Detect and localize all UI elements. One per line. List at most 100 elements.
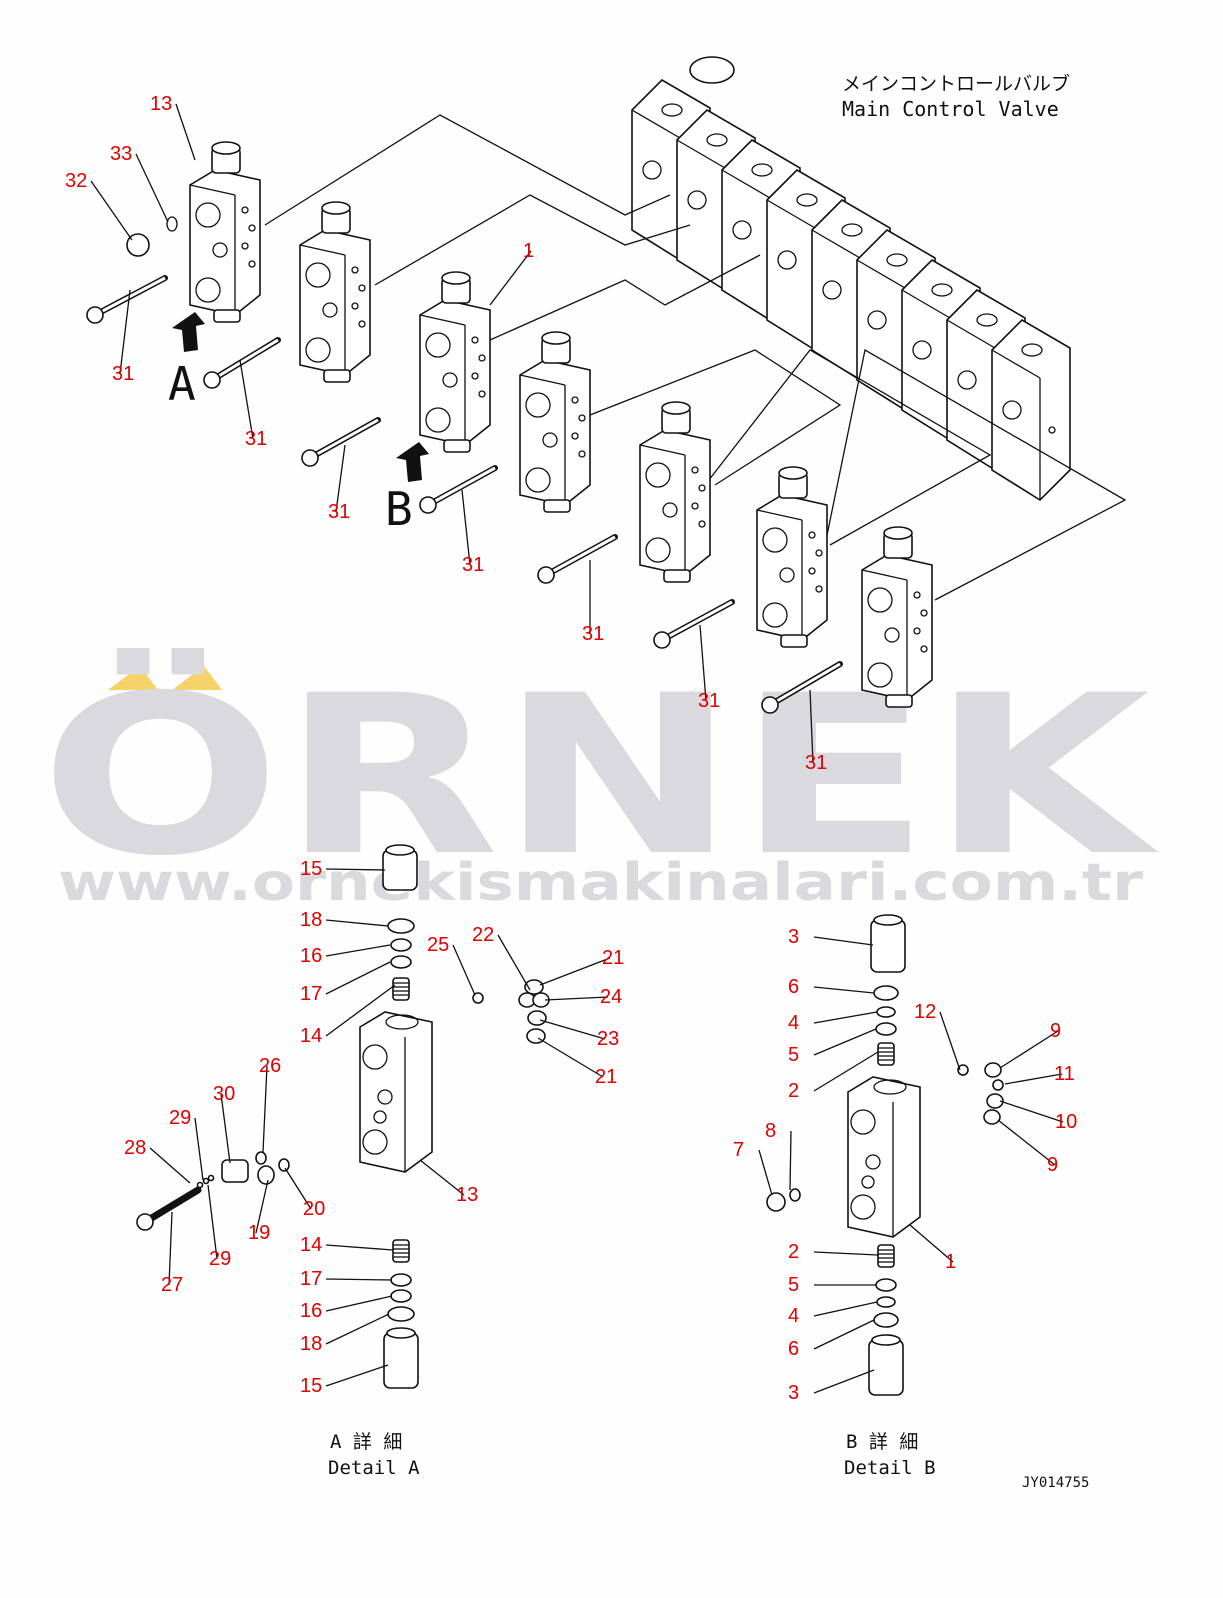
port-icon xyxy=(425,332,451,358)
plug-cap xyxy=(385,844,415,856)
bolt-hole-icon xyxy=(571,432,579,440)
leader-line xyxy=(220,1093,231,1164)
port-icon xyxy=(884,627,900,643)
valve-section xyxy=(756,466,828,648)
leader-line xyxy=(813,1051,879,1092)
plug-cap xyxy=(873,914,903,926)
port-icon xyxy=(850,1109,876,1135)
bolt-hole-icon xyxy=(248,260,256,268)
plug xyxy=(868,1339,904,1396)
connection-line xyxy=(704,349,992,546)
port-icon xyxy=(362,1129,388,1155)
leader-line xyxy=(119,289,131,375)
bolt-shank-inner xyxy=(309,418,379,460)
plug-cap xyxy=(883,526,913,540)
callout-number: 17 xyxy=(300,1268,322,1290)
callout-number: 4 xyxy=(788,1305,799,1327)
bolt-hole-icon xyxy=(815,585,823,593)
slice-edge xyxy=(721,169,771,199)
o-ring xyxy=(390,1289,412,1303)
spring-14-top xyxy=(392,977,410,1001)
leader-line xyxy=(999,1100,1064,1123)
bolt-hole-icon xyxy=(913,591,921,599)
port-icon xyxy=(865,1154,881,1170)
callout-number: 5 xyxy=(788,1044,799,1066)
callout-number: 27 xyxy=(161,1274,183,1296)
bolt xyxy=(86,275,168,324)
valve-section xyxy=(861,526,933,708)
plug-bottom xyxy=(213,309,241,323)
port-icon xyxy=(525,467,551,493)
callout-number: 9 xyxy=(1050,1020,1061,1042)
port-icon xyxy=(385,1014,419,1030)
o-ring xyxy=(524,979,544,995)
leader-line xyxy=(813,1301,878,1317)
plug xyxy=(382,849,418,891)
o-ring xyxy=(257,1165,275,1185)
bolt-head xyxy=(86,306,104,324)
callout-number: 12 xyxy=(914,1001,936,1023)
o-ring xyxy=(992,1079,1004,1091)
port-icon xyxy=(779,567,795,583)
o-ring xyxy=(390,938,412,952)
bolt xyxy=(419,465,498,514)
bolt-hole-icon xyxy=(241,242,249,250)
plug-bottom xyxy=(780,634,808,648)
plug-cap xyxy=(441,271,471,285)
leader-line xyxy=(539,1019,606,1040)
leader-line xyxy=(544,996,609,1001)
callout-number: 8 xyxy=(765,1120,776,1142)
watermark: ÖRNEK www.ornekismakinalari.com.tr xyxy=(40,648,1160,913)
callout-number: 22 xyxy=(472,924,494,946)
o-ring-8 xyxy=(789,1188,801,1202)
port-icon xyxy=(777,250,797,270)
plug-bottom xyxy=(885,694,913,708)
port-icon xyxy=(195,202,221,228)
screw-head-27 xyxy=(136,1213,154,1231)
leader-line xyxy=(813,1369,875,1394)
connection-line xyxy=(589,349,842,486)
leader-line xyxy=(813,1251,879,1256)
callout-number: 21 xyxy=(602,947,624,969)
port-icon xyxy=(873,1079,907,1095)
callout-number: 28 xyxy=(124,1137,146,1159)
valve-edge xyxy=(519,374,566,386)
valve-section xyxy=(189,141,261,323)
callout-number: 30 xyxy=(213,1083,235,1105)
callout-number: 7 xyxy=(733,1139,744,1161)
callout-number: 16 xyxy=(300,945,322,967)
bolt-hole-icon xyxy=(248,224,256,232)
leader-line xyxy=(489,250,532,306)
port-icon xyxy=(662,502,678,518)
plug-30 xyxy=(221,1159,249,1183)
port-icon xyxy=(442,372,458,388)
callout-number: 31 xyxy=(112,363,134,385)
port-icon xyxy=(796,193,818,207)
port-icon xyxy=(305,262,331,288)
port-icon xyxy=(362,1044,388,1070)
bolt-hole-icon xyxy=(1048,426,1056,434)
drawing-code: JY014755 xyxy=(1022,1475,1089,1491)
plug-cap xyxy=(211,141,241,155)
callout-number: 6 xyxy=(788,1338,799,1360)
callout-number: 3 xyxy=(788,1382,799,1404)
bolt-hole-icon xyxy=(478,354,486,362)
connection-line xyxy=(824,348,1127,601)
port-icon xyxy=(822,280,842,300)
bolt-hole-icon xyxy=(571,396,579,404)
valve-body xyxy=(756,494,828,641)
leader-line xyxy=(813,986,875,994)
leader-line xyxy=(539,957,611,986)
bolt-hole-icon xyxy=(815,549,823,557)
port-icon xyxy=(886,253,908,267)
spring xyxy=(877,1042,895,1066)
slice-edge xyxy=(946,319,996,349)
callout-number: 31 xyxy=(698,690,720,712)
leader-line xyxy=(909,1224,954,1263)
callout-number: 2 xyxy=(788,1241,799,1263)
bolt-hole-icon xyxy=(358,320,366,328)
check-plug-12 xyxy=(957,1064,969,1076)
plug-15-top xyxy=(382,844,418,891)
view-letter-b: B xyxy=(385,482,413,536)
